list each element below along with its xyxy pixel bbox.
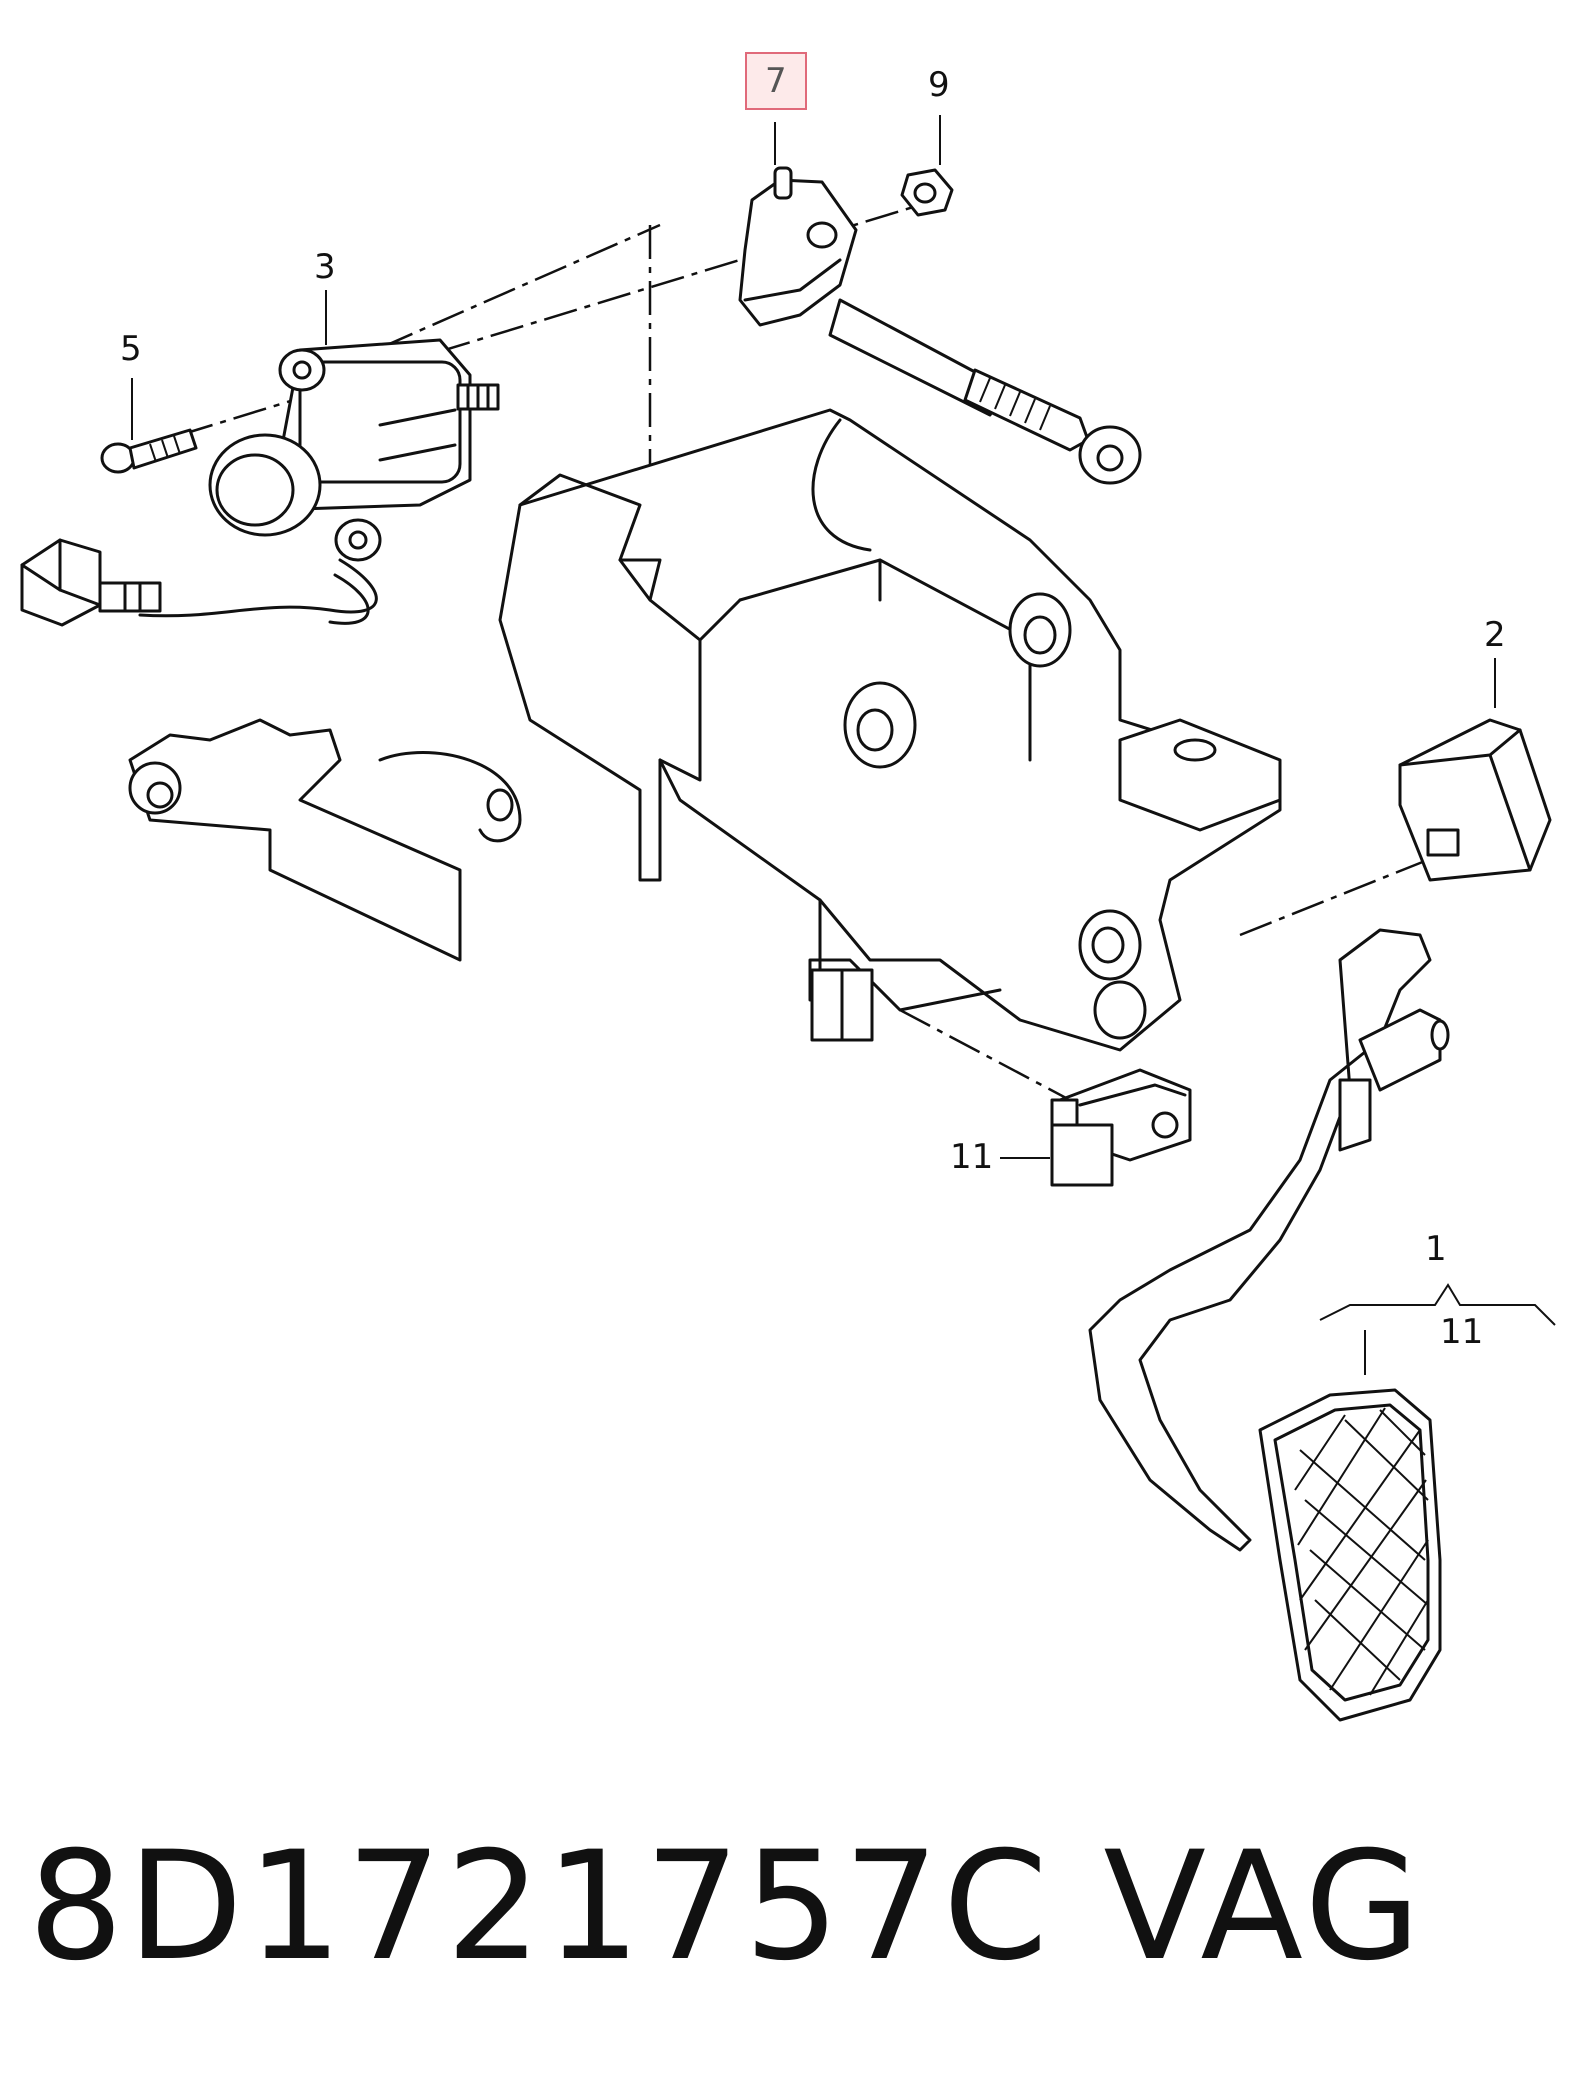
callout-11-switch[interactable]: 11 (950, 1137, 994, 1177)
pedal-switch (1050, 1068, 1192, 1187)
callout-7-highlighted[interactable]: 7 (745, 52, 807, 110)
callout-1[interactable]: 1 (1425, 1229, 1447, 1269)
bolt (100, 428, 198, 474)
leader-lines (131, 115, 1556, 1375)
lever-with-rod (738, 166, 1142, 485)
electrical-connector (20, 538, 162, 627)
pedal-assembly-diagram (20, 115, 1556, 1722)
callout-5[interactable]: 5 (120, 329, 142, 369)
callout-11-pedal[interactable]: 11 (1440, 1312, 1484, 1352)
pedal-grid (1294, 1407, 1429, 1696)
mounting-flange (128, 718, 522, 962)
sensor-actuator (138, 338, 500, 625)
pedal-bracket (498, 408, 1282, 1052)
nut (900, 168, 954, 217)
callout-9[interactable]: 9 (928, 65, 950, 105)
part-number-label: 8D1721757C VAG (28, 1820, 1425, 1994)
callout-3[interactable]: 3 (314, 247, 336, 287)
stop-buffer (1398, 718, 1552, 882)
callout-2[interactable]: 2 (1484, 615, 1506, 655)
accelerator-pedal (1088, 928, 1450, 1722)
